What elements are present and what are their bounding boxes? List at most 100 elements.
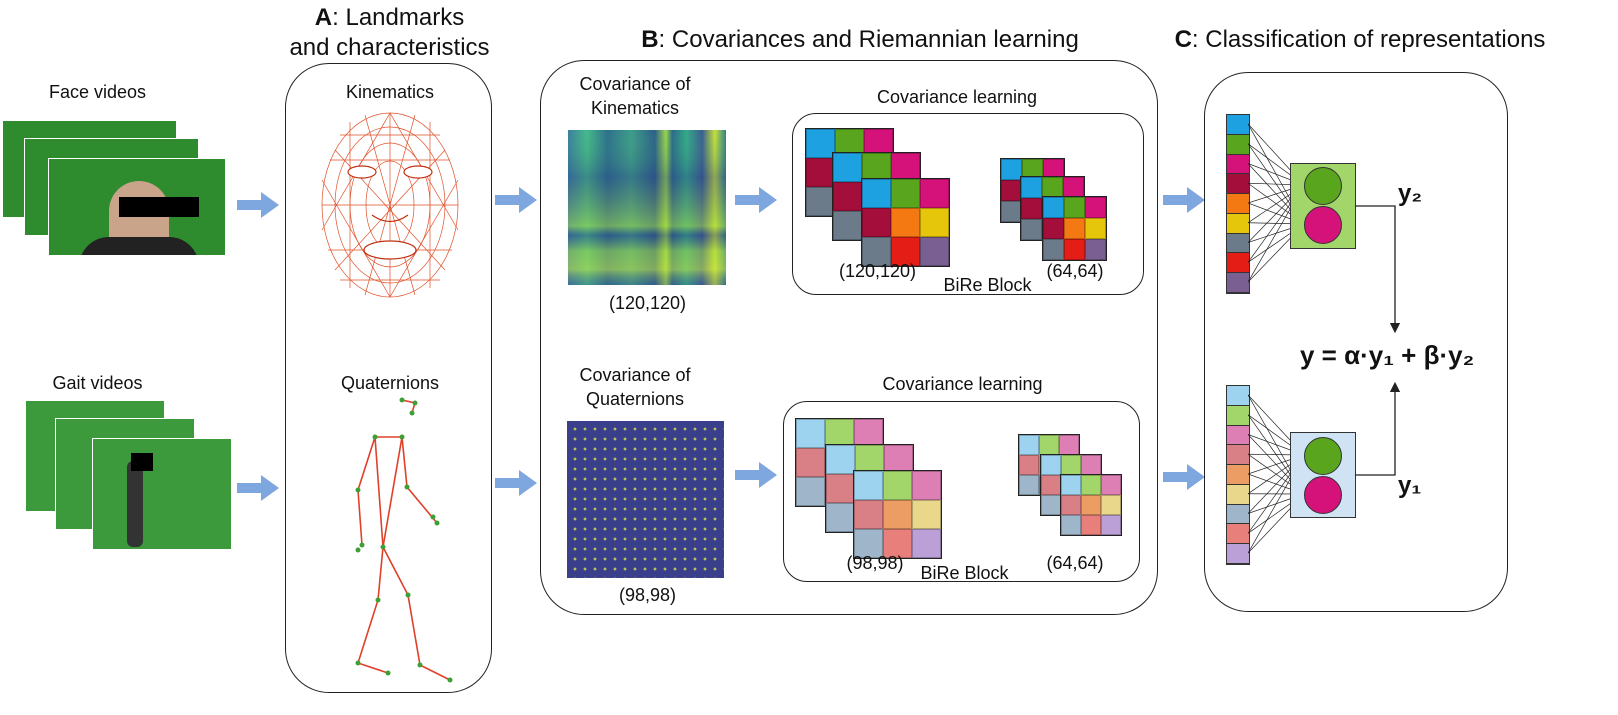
title-c-text: : Classification of representations	[1191, 26, 1546, 53]
face-shirt	[79, 237, 199, 255]
bire-top-out-cell	[1001, 159, 1022, 180]
bire-top-out-cell	[1001, 180, 1022, 201]
feature-top-unit	[1227, 174, 1249, 195]
bire-bottom-out-cell	[1041, 475, 1061, 495]
bire-top-in-cell	[920, 237, 949, 266]
title-a-letter: A	[314, 4, 333, 31]
bire-top-in-cell	[891, 237, 920, 266]
bire-bottom-out-cell	[1059, 435, 1079, 455]
arrow-face-to-a	[237, 192, 279, 218]
feature-bottom-unit	[1227, 445, 1249, 466]
bire-bottom-out-cell	[1041, 455, 1061, 475]
title-a-text: : Landmarks	[332, 4, 465, 31]
bire-bottom-in-cell	[826, 503, 855, 532]
bire-top-out-cell	[1064, 197, 1085, 218]
bire-top-out-cell	[1064, 218, 1085, 239]
bire-top-out-cell	[1043, 239, 1064, 260]
skeleton	[355, 397, 453, 683]
bire-top-in-cell	[862, 237, 891, 266]
arrow-cov-to-learning-bottom	[735, 462, 777, 488]
bire-top-out-cell	[1021, 177, 1042, 198]
feature-top-unit	[1227, 253, 1249, 274]
bire-top-out-cell	[1043, 218, 1064, 239]
learning-top-box	[792, 113, 1144, 295]
bire-bottom-out-cell	[1019, 455, 1039, 475]
kinematics-label: Kinematics	[345, 82, 435, 102]
bire-bottom-in-cell	[826, 474, 855, 503]
bire-bottom-out-cell	[1061, 455, 1081, 475]
feature-bottom-unit	[1227, 425, 1249, 446]
feature-top-unit	[1227, 213, 1249, 234]
bire-bottom-out-cell	[1061, 495, 1081, 515]
cov-quat-label: Covariance of Quaternions	[555, 363, 715, 411]
gait-censor-bar	[131, 453, 153, 471]
bire-top-out-matrix-3	[1042, 196, 1107, 261]
gait-frame-front	[92, 438, 232, 550]
learning-bottom-box	[783, 401, 1140, 582]
bire-top-in-cell	[806, 187, 835, 216]
feature-top-unit	[1227, 154, 1249, 175]
bire-top-out-cell	[1085, 197, 1106, 218]
bire-bottom-out-cell	[1061, 475, 1081, 495]
bottom-in-size: (98,98)	[846, 553, 904, 573]
bire-top-input-stack	[805, 128, 950, 267]
gait-video-stack	[0, 400, 235, 555]
title-c: C: Classification of representations	[1150, 25, 1570, 55]
bire-bottom-in-cell	[883, 500, 912, 529]
y1-label: y₁	[1398, 472, 1422, 499]
bire-top-in-cell	[891, 208, 920, 237]
bire-top-in-cell	[920, 179, 949, 208]
bire-top-out-cell	[1085, 239, 1106, 260]
y2-label: y₂	[1398, 180, 1423, 207]
feature-bottom-unit	[1227, 386, 1249, 406]
title-b-letter: B	[641, 26, 659, 53]
cov-quat-line2: Quaternions	[585, 389, 685, 409]
bire-bottom-out-cell	[1081, 495, 1101, 515]
arrow-a-to-b-bottom	[495, 470, 537, 496]
bire-bottom-out-cell	[1101, 495, 1121, 515]
cov-kin-line2: Kinematics	[590, 98, 680, 118]
bire-top-in-cell	[862, 208, 891, 237]
bire-bottom-in-cell	[796, 448, 825, 477]
bire-bottom-in-cell	[854, 500, 883, 529]
bire-bottom-out-cell	[1081, 515, 1101, 535]
feature-column-bottom	[1226, 385, 1250, 565]
face-frame-front	[48, 158, 226, 256]
feature-top-unit	[1227, 134, 1249, 155]
cov-quaternions-heatmap	[567, 421, 724, 578]
fusion-formula: y = α·y₁ + β·y₂	[1300, 340, 1475, 370]
bire-top-in-cell	[862, 153, 891, 182]
bire-bottom-out-cell	[1081, 455, 1101, 475]
face-video-stack	[0, 118, 230, 258]
cov-kinematics-heatmap	[568, 130, 726, 285]
feature-top-unit	[1227, 194, 1249, 214]
output-node-top-green	[1304, 167, 1342, 205]
bire-top-label: BiRe Block	[943, 275, 1032, 295]
arrow-gait-to-a	[237, 475, 279, 501]
bire-bottom-out-cell	[1019, 475, 1039, 495]
arrow-cov-to-learning-top	[735, 187, 777, 213]
bire-top-in-cell	[806, 158, 835, 187]
bire-bottom-in-cell	[912, 471, 941, 500]
feature-top-unit	[1227, 233, 1249, 254]
output-node-bottom-green	[1304, 437, 1342, 475]
arrow-a-to-b-top	[495, 187, 537, 213]
output-node-bottom-magenta	[1304, 476, 1342, 514]
bire-bottom-out-cell	[1081, 475, 1101, 495]
bire-top-out-cell	[1085, 218, 1106, 239]
bire-bottom-in-cell	[883, 529, 912, 558]
output-node-top-magenta	[1304, 206, 1342, 244]
bire-bottom-out-cell	[1039, 435, 1059, 455]
feature-bottom-unit	[1227, 504, 1249, 525]
learning-top-label: Covariance learning	[876, 87, 1038, 107]
title-b: B: Covariances and Riemannian learning	[600, 25, 1120, 55]
bire-top-out-cell	[1043, 197, 1064, 218]
arrow-b-to-c-top	[1163, 187, 1205, 213]
cov-kin-label: Covariance of Kinematics	[555, 72, 715, 120]
feature-bottom-unit	[1227, 484, 1249, 505]
title-b-text: : Covariances and Riemannian learning	[658, 26, 1079, 53]
bire-bottom-out-matrix-3	[1060, 474, 1122, 536]
panel-b	[540, 60, 1158, 615]
bire-bottom-in-cell	[826, 445, 855, 474]
feature-bottom-unit	[1227, 405, 1249, 426]
